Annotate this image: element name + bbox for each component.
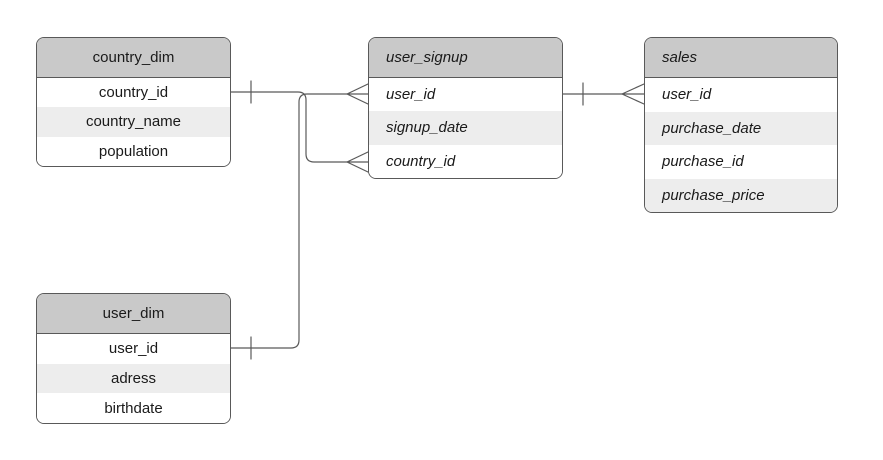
table-row[interactable]: user_id [369, 78, 562, 112]
table-title: country_dim [92, 49, 175, 66]
table-header[interactable]: user_dim [37, 294, 230, 334]
table-row[interactable]: purchase_id [645, 145, 837, 179]
table-title: user_dim [102, 305, 165, 322]
table-row[interactable]: purchase_price [645, 178, 837, 212]
connector-line [230, 93, 348, 349]
table-row[interactable]: purchase_date [645, 111, 837, 145]
connector-country-dim-to-user-signup[interactable] [230, 80, 369, 173]
table-row[interactable]: country_id [369, 144, 562, 178]
connector-user-dim-to-user-signup[interactable] [230, 83, 369, 360]
table-row[interactable]: country_id [37, 78, 230, 108]
table-row[interactable]: user_id [645, 78, 837, 112]
entity-table-user-dim[interactable]: user_dim user_id adress birthdate [36, 293, 231, 424]
table-row[interactable]: adress [37, 363, 230, 394]
table-row[interactable]: population [37, 136, 230, 166]
crow-foot-many-icon [621, 83, 645, 105]
crow-foot-many-icon [346, 83, 369, 105]
table-header[interactable]: sales [645, 38, 837, 78]
entity-table-country-dim[interactable]: country_dim country_id country_name popu… [36, 37, 231, 167]
table-row[interactable]: birthdate [37, 393, 230, 423]
crow-foot-many-icon [346, 151, 369, 173]
table-row[interactable]: signup_date [369, 111, 562, 145]
table-title: user_signup [386, 49, 468, 66]
entity-table-sales[interactable]: sales user_id purchase_date purchase_id … [644, 37, 838, 213]
table-row[interactable]: user_id [37, 334, 230, 364]
table-header[interactable]: user_signup [369, 38, 562, 78]
table-row[interactable]: country_name [37, 107, 230, 137]
entity-table-user-signup[interactable]: user_signup user_id signup_date country_… [368, 37, 563, 179]
table-header[interactable]: country_dim [37, 38, 230, 78]
table-title: sales [662, 49, 698, 66]
connector-line [230, 91, 348, 163]
connector-user-signup-to-sales[interactable] [562, 82, 645, 106]
